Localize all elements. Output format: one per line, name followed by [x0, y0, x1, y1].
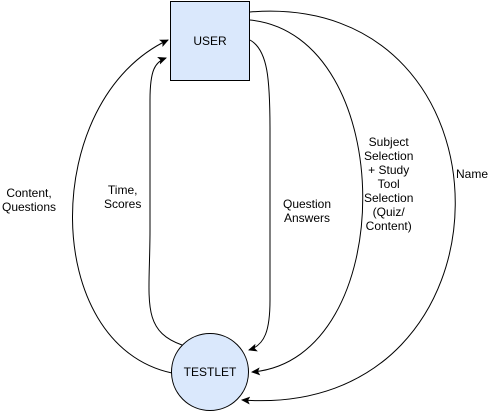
edge-label-line: Tool [377, 177, 400, 191]
edge-label-line: Time, [107, 183, 138, 197]
edge-label-line: (Quiz/ [372, 205, 405, 219]
edge-label-line: Content, [6, 186, 52, 200]
edge-name [241, 10, 456, 405]
edge-time-scores [148, 56, 183, 346]
edge-label-content-questions: Content, Questions [2, 186, 57, 214]
edge-content-questions [72, 39, 173, 374]
edge-label-time-scores: Time, Scores [104, 183, 142, 211]
testlet-node[interactable]: TESTLET [171, 333, 249, 411]
edge-label-line: Content) [365, 219, 412, 233]
edge-label-line: Answers [284, 211, 331, 225]
edge-label-question-answers: Question Answers [283, 197, 332, 225]
testlet-node-label: TESTLET [183, 365, 237, 379]
edge-label-name: Name [456, 167, 489, 181]
user-node[interactable]: USER [170, 1, 250, 81]
edge-question-answers [248, 39, 271, 352]
edge-label-line: Question [283, 197, 332, 211]
edge-label-line: Selection [364, 149, 414, 163]
edge-label-line: Name [456, 167, 489, 181]
edge-label-line: + Study [368, 163, 410, 177]
edge-label-line: Selection [364, 191, 414, 205]
edge-label-line: Questions [2, 200, 57, 214]
user-node-label: USER [193, 34, 227, 48]
edge-label-line: Subject [368, 135, 409, 149]
edge-label-subject-selection: Subject Selection + Study Tool Selection… [364, 135, 414, 233]
edge-label-line: Scores [104, 197, 142, 211]
